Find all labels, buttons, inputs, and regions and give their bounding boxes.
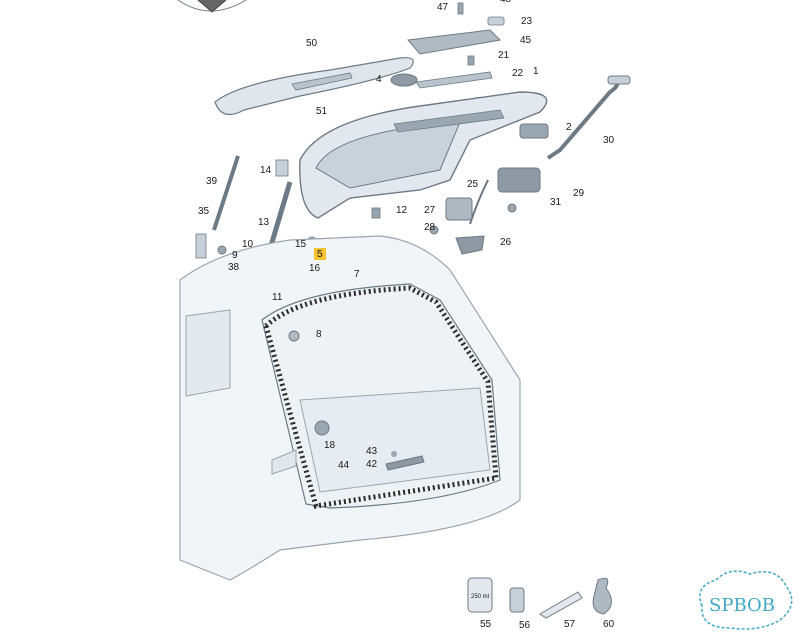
part-label-56: 56 [519, 620, 531, 631]
part-label-26: 26 [500, 237, 512, 248]
part-label-51: 51 [316, 106, 328, 117]
part-label-30: 30 [603, 135, 615, 146]
part-label-48: 48 [500, 0, 512, 5]
part-label-22: 22 [512, 68, 524, 79]
part-label-60: 60 [603, 619, 615, 630]
part-label-2: 2 [566, 122, 572, 133]
part-label-11: 11 [272, 292, 283, 303]
vehicle-body [179, 235, 521, 581]
part-label-43: 43 [366, 446, 378, 457]
part-label-25: 25 [467, 179, 479, 190]
part-label-7: 7 [354, 269, 360, 280]
part-label-10: 10 [242, 239, 254, 250]
part-number-labels: 4748234550214221512303914252931351227132… [198, 0, 615, 631]
part-label-29: 29 [573, 188, 585, 199]
part-label-14: 14 [260, 165, 272, 176]
part-label-5: 5 [317, 249, 323, 260]
part-label-50: 50 [306, 38, 318, 49]
part-label-12: 12 [396, 205, 408, 216]
part-label-38: 38 [228, 262, 240, 273]
part-label-42: 42 [366, 459, 378, 470]
watermark-text: SPBOB [709, 595, 775, 616]
part-label-57: 57 [564, 619, 576, 630]
part-label-21: 21 [498, 50, 510, 61]
part-label-44: 44 [338, 460, 350, 471]
part-label-13: 13 [258, 217, 270, 228]
rear-spoiler [214, 57, 414, 116]
spbob-watermark-logo: SPBOB [699, 570, 793, 630]
part-label-55: 55 [480, 619, 492, 630]
part-label-8: 8 [316, 329, 322, 340]
top-small-parts [390, 2, 505, 89]
part-label-31: 31 [550, 197, 562, 208]
part-label-45: 45 [520, 35, 532, 46]
compass-symbol [177, 0, 247, 13]
part-label-28: 28 [424, 222, 436, 233]
part-label-15: 15 [295, 239, 307, 250]
part-label-27: 27 [424, 205, 436, 216]
part-label-18: 18 [324, 440, 336, 451]
tailgate-panel [299, 91, 548, 219]
part-label-16: 16 [309, 263, 321, 274]
part-label-35: 35 [198, 206, 210, 217]
can-label: 250 ml [471, 594, 489, 600]
lock-and-wiper-parts [429, 75, 631, 255]
part-label-4: 4 [376, 74, 382, 85]
part-label-39: 39 [206, 176, 218, 187]
consumables: 250 ml [467, 577, 612, 619]
part-label-47: 47 [437, 2, 449, 13]
part-label-23: 23 [521, 16, 533, 27]
highlight-box-5 [314, 248, 326, 260]
part-label-9: 9 [232, 250, 238, 261]
part-label-1: 1 [533, 66, 539, 77]
